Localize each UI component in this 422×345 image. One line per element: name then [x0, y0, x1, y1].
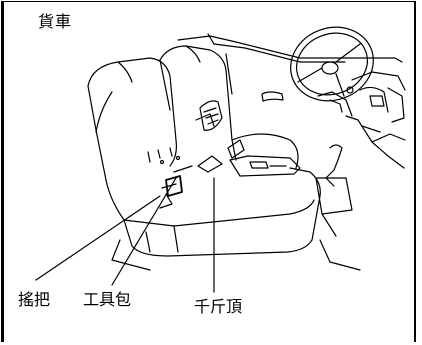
- door-handle: [261, 91, 284, 102]
- label-jack: 千斤頂: [194, 297, 243, 316]
- label-crank: 搖把: [18, 290, 51, 309]
- floor-line: [111, 239, 361, 271]
- gear-lever: [315, 144, 353, 237]
- steering-wheel: [290, 26, 374, 102]
- leader-line-crank: [35, 195, 161, 281]
- center-console: [197, 139, 301, 177]
- seat-back-right: [159, 45, 237, 161]
- label-tool-bag: 工具包: [83, 290, 132, 309]
- leader-lines: [35, 177, 215, 293]
- figure-title: 貨車: [38, 12, 73, 31]
- door-frame: [177, 33, 403, 95]
- dashboard: [317, 71, 406, 169]
- seat-cushion: [105, 133, 321, 257]
- leader-line-tool-bag: [111, 177, 177, 286]
- figure-frame: [1, 1, 416, 342]
- tool-bag-and-crank: [159, 165, 193, 209]
- seat-back-left: [87, 57, 181, 181]
